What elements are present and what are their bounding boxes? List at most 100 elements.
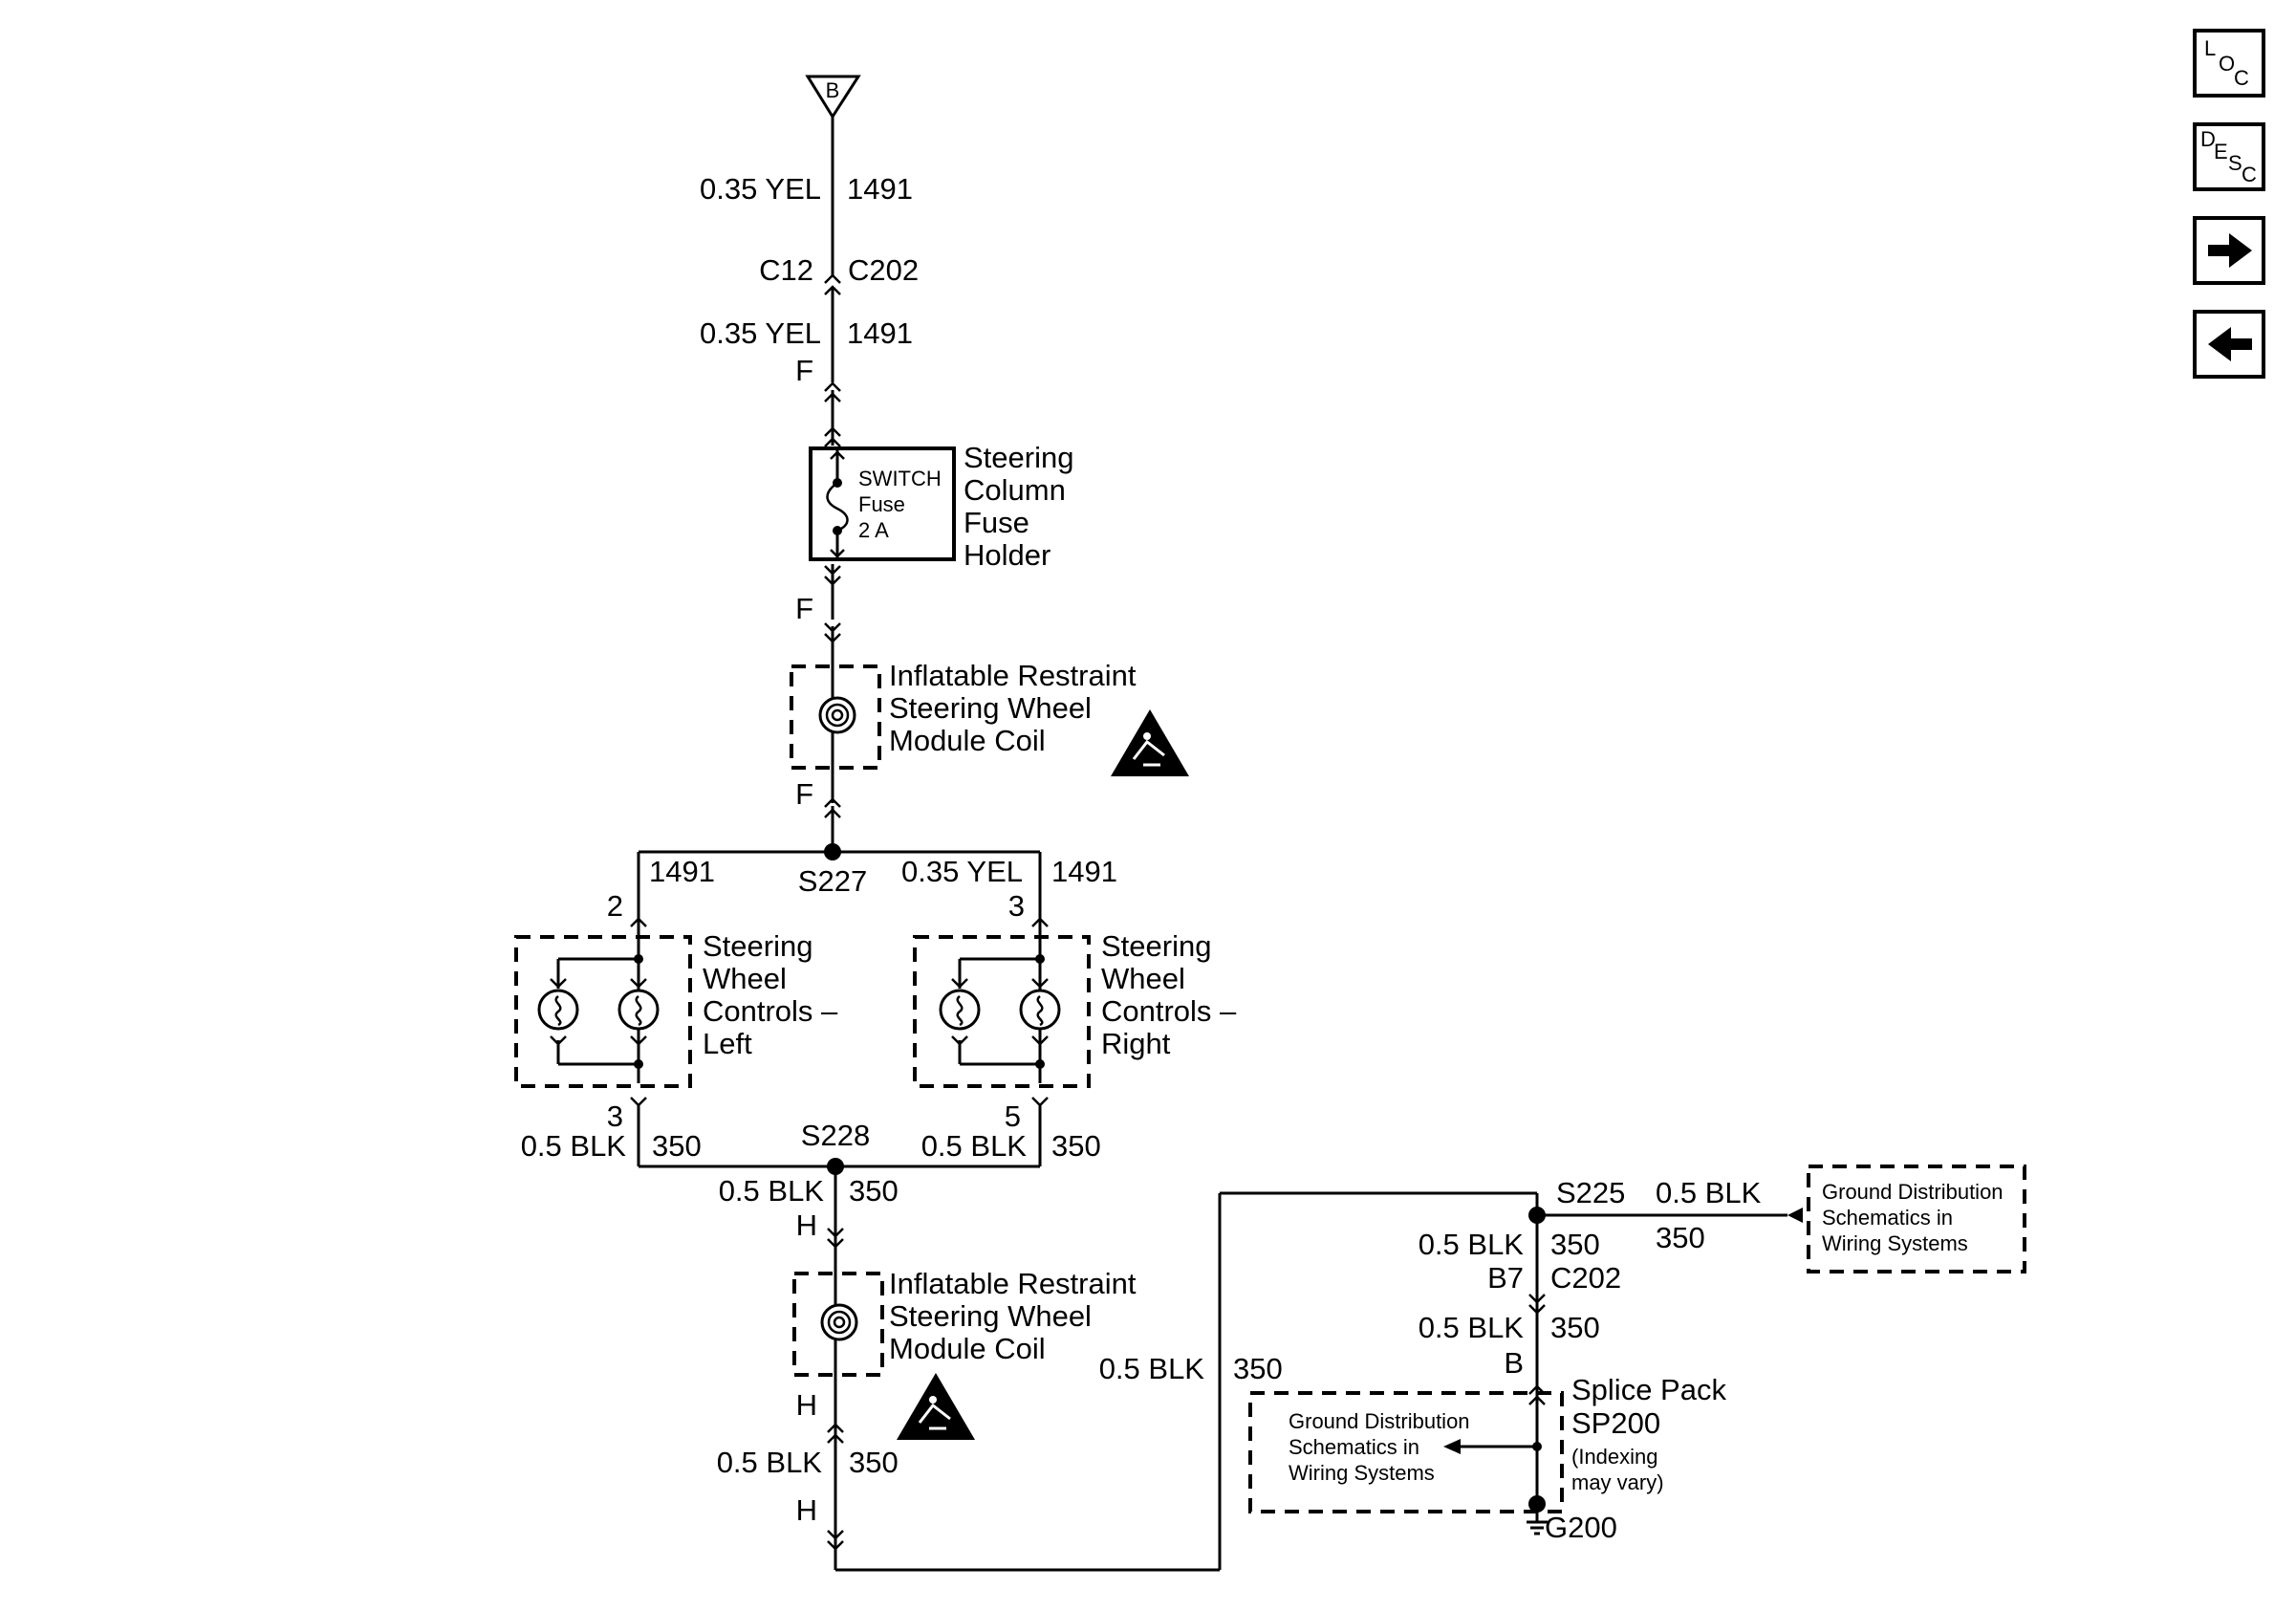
right-branch-gauge: 0.35 YEL — [901, 855, 1023, 888]
fuse-holder-name-2: Column — [964, 473, 1066, 507]
splice-pack-name-1: Splice Pack — [1571, 1373, 1726, 1406]
steering-wheel-controls-left — [514, 917, 692, 1107]
connector-right-in: 3 — [1008, 889, 1025, 923]
splice-pack-name-2: SP200 — [1571, 1406, 1660, 1440]
right-out-circuit: 350 — [1051, 1129, 1101, 1163]
fuse-text-switch: SWITCH — [858, 467, 942, 490]
ground-ref-left-line-3: Wiring Systems — [1289, 1461, 1435, 1485]
wire-gauge-yel-b: 0.35 YEL — [700, 316, 821, 350]
s225-right-gauge: 0.5 BLK — [1656, 1176, 1762, 1209]
connector-left-in: 2 — [607, 889, 623, 923]
controls-left-name-1: Steering — [703, 929, 812, 963]
ground-return-circuit: 350 — [1233, 1352, 1283, 1385]
connector-b-triangle: B — [805, 75, 861, 120]
loc-button[interactable]: L O C — [2193, 29, 2265, 98]
ground-ref-right-line-1: Ground Distribution — [1822, 1180, 2004, 1204]
upper-coil-name-2: Steering Wheel — [889, 691, 1092, 725]
connector-c202: C202 — [848, 253, 919, 287]
arrow-left-icon — [2208, 327, 2252, 361]
upper-coil-name-3: Module Coil — [889, 724, 1046, 757]
fuse-icon — [826, 481, 849, 533]
connector-h-3: H — [796, 1493, 817, 1527]
connector-f-1-symbol — [824, 381, 841, 403]
fuse-holder-name-4: Holder — [964, 538, 1051, 572]
switch-icon — [617, 989, 660, 1031]
controls-right-name-2: Wheel — [1101, 962, 1185, 995]
right-branch-circuit: 1491 — [1051, 855, 1117, 888]
desc-letter-d: D — [2200, 127, 2216, 151]
connector-c202-b: C202 — [1550, 1261, 1621, 1295]
ground-ref-left-line-2: Schematics in — [1289, 1435, 1419, 1459]
connector-c12: C12 — [759, 253, 813, 287]
controls-right-name-1: Steering — [1101, 929, 1211, 963]
connector-right-out: 5 — [1005, 1099, 1021, 1133]
connector-c202-symbol — [824, 273, 841, 295]
ground-distribution-ref-right[interactable]: Ground Distribution Schematics in Wiring… — [1807, 1165, 2026, 1274]
connector-f-1: F — [795, 354, 813, 387]
wire-gauge-yel-a: 0.35 YEL — [700, 172, 821, 206]
splice-pack-note-2: may vary) — [1571, 1470, 1664, 1494]
splice-pack-note-1: (Indexing — [1571, 1445, 1658, 1469]
controls-right-name-3: Controls – — [1101, 994, 1237, 1028]
desc-button[interactable]: D E S C — [2193, 122, 2265, 191]
fuse-holder-name-3: Fuse — [964, 506, 1029, 539]
switch-icon — [939, 989, 981, 1031]
connector-left-out: 3 — [607, 1099, 623, 1133]
splice-s225-label: S225 — [1556, 1176, 1625, 1209]
ground-g200-label: G200 — [1545, 1511, 1617, 1544]
lower-coil-out-circuit: 350 — [849, 1446, 899, 1479]
connector-b: B — [1504, 1346, 1524, 1380]
ground-distribution-ref-left[interactable]: Ground Distribution Schematics in Wiring… — [1248, 1391, 1564, 1513]
wire-circuit-1491-b: 1491 — [847, 316, 913, 350]
desc-letter-e: E — [2214, 140, 2228, 163]
connector-b7: B7 — [1487, 1261, 1524, 1295]
splice-s227-label: S227 — [798, 864, 867, 898]
ground-ref-right-line-2: Schematics in — [1822, 1206, 1953, 1230]
right-out-gauge: 0.5 BLK — [921, 1129, 1028, 1163]
previous-page-button[interactable] — [2193, 310, 2265, 379]
below-s228-gauge: 0.5 BLK — [719, 1174, 825, 1208]
loc-letter-c: C — [2234, 66, 2249, 90]
left-out-gauge: 0.5 BLK — [521, 1129, 627, 1163]
desc-letter-s: S — [2228, 151, 2242, 175]
loc-letter-l: L — [2204, 36, 2216, 60]
switch-icon — [1019, 989, 1061, 1031]
controls-left-name-3: Controls – — [703, 994, 838, 1028]
arrow-left-icon — [1443, 1439, 1461, 1454]
s225-down-circuit: 350 — [1550, 1228, 1600, 1261]
connector-b-label: B — [826, 78, 840, 102]
ground-ref-right-line-3: Wiring Systems — [1822, 1231, 1968, 1255]
upper-coil-name-1: Inflatable Restraint — [889, 659, 1137, 692]
fuse-holder-name-1: Steering — [964, 441, 1073, 474]
s225-right-circuit: 350 — [1656, 1221, 1705, 1254]
c202-down-gauge: 0.5 BLK — [1419, 1311, 1525, 1344]
lower-coil-name-1: Inflatable Restraint — [889, 1267, 1137, 1300]
lower-coil-name-3: Module Coil — [889, 1332, 1046, 1365]
connector-h-1: H — [796, 1208, 817, 1242]
left-branch-circuit: 1491 — [649, 855, 715, 888]
arrow-right-icon — [2208, 233, 2252, 268]
below-s228-circuit: 350 — [849, 1174, 899, 1208]
desc-letter-c: C — [2242, 163, 2257, 186]
connector-f-2: F — [795, 592, 813, 625]
s225-down-gauge: 0.5 BLK — [1419, 1228, 1525, 1261]
controls-right-name-4: Right — [1101, 1027, 1171, 1060]
airbag-warning-icon-lower — [897, 1373, 975, 1440]
lower-coil-out-gauge: 0.5 BLK — [717, 1446, 823, 1479]
c202-down-circuit: 350 — [1550, 1311, 1600, 1344]
controls-left-name-4: Left — [703, 1027, 752, 1060]
ground-return-gauge: 0.5 BLK — [1099, 1352, 1205, 1385]
loc-letter-o: O — [2219, 52, 2235, 76]
lower-module-coil — [792, 1272, 884, 1377]
lower-coil-name-2: Steering Wheel — [889, 1299, 1092, 1333]
ground-ref-left-line-1: Ground Distribution — [1289, 1409, 1470, 1433]
controls-left-name-2: Wheel — [703, 962, 787, 995]
steering-wheel-controls-right — [913, 917, 1091, 1107]
fuse-text-rating: 2 A — [858, 518, 889, 542]
next-page-button[interactable] — [2193, 216, 2265, 285]
switch-icon — [537, 989, 579, 1031]
connector-f-3: F — [795, 777, 813, 811]
upper-module-coil — [790, 642, 881, 803]
airbag-warning-icon-upper — [1111, 709, 1189, 776]
